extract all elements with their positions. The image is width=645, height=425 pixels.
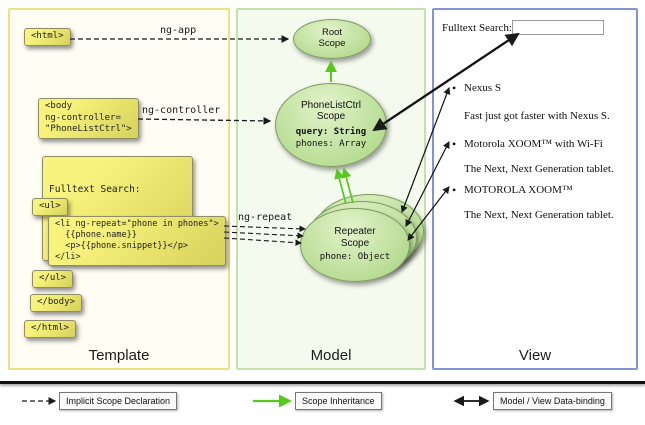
code-body-close: </body> <box>30 294 82 312</box>
root-scope-ellipse: Root Scope <box>293 19 371 59</box>
code-line-label: Fulltext Search: <box>49 183 141 195</box>
view-list-item: Motorola XOOM™ with Wi-Fi <box>452 137 603 152</box>
code-ul-open: <ul> <box>32 198 68 216</box>
view-list-item-description: The Next, Next Generation tablet. <box>464 163 614 175</box>
ng-repeat-label: ng-repeat <box>238 212 293 223</box>
phonelistctrl-scope-label: PhoneListCtrl Scope <box>300 99 362 123</box>
ng-controller-label: ng-controller <box>142 105 221 116</box>
repeater-scope-label: Repeater Scope <box>334 226 376 249</box>
view-panel: Fulltext Search: Nexus S Fast just got f… <box>432 8 638 370</box>
code-html-close: </html> <box>24 320 76 338</box>
code-ul-close: </ul> <box>32 270 74 288</box>
view-list-item-description: Fast just got faster with Nexus S. <box>464 110 610 122</box>
view-list-item: Nexus S <box>452 81 501 96</box>
legend-scope-inheritance: Scope Inheritance <box>295 392 382 410</box>
view-list-item: MOTOROLA XOOM™ <box>452 183 573 198</box>
template-panel: <html> <body ng-controller= "PhoneListCt… <box>8 8 230 370</box>
query-property: query: String <box>295 126 367 137</box>
model-panel-title: Model <box>310 347 352 364</box>
template-panel-title: Template <box>88 347 150 364</box>
code-li-ng-repeat: <li ng-repeat="phone in phones"> {{phone… <box>48 216 226 267</box>
legend-model-view-databinding: Model / View Data-binding <box>493 392 612 410</box>
code-body-open: <body ng-controller= "PhoneListCtrl"> <box>38 98 139 140</box>
phonelistctrl-scope-ellipse: PhoneListCtrl Scope query: String phones… <box>275 83 387 167</box>
ng-app-label: ng-app <box>160 25 197 36</box>
repeater-scope-ellipse: Repeater Scope phone: Object <box>300 208 410 282</box>
fulltext-search-label: Fulltext Search: <box>442 22 512 34</box>
legend-implicit-scope-declaration: Implicit Scope Declaration <box>59 392 178 410</box>
model-panel: Root Scope PhoneListCtrl Scope query: St… <box>236 8 426 370</box>
code-html-open: <html> <box>24 28 71 46</box>
phones-property: phones: Array <box>295 139 367 149</box>
fulltext-search-input[interactable] <box>512 20 604 35</box>
view-panel-title: View <box>518 347 552 364</box>
root-scope-label: Root Scope <box>318 27 346 49</box>
phone-property: phone: Object <box>319 252 391 263</box>
view-list-item-description: The Next, Next Generation tablet. <box>464 209 614 221</box>
legend-separator-line <box>0 381 645 384</box>
